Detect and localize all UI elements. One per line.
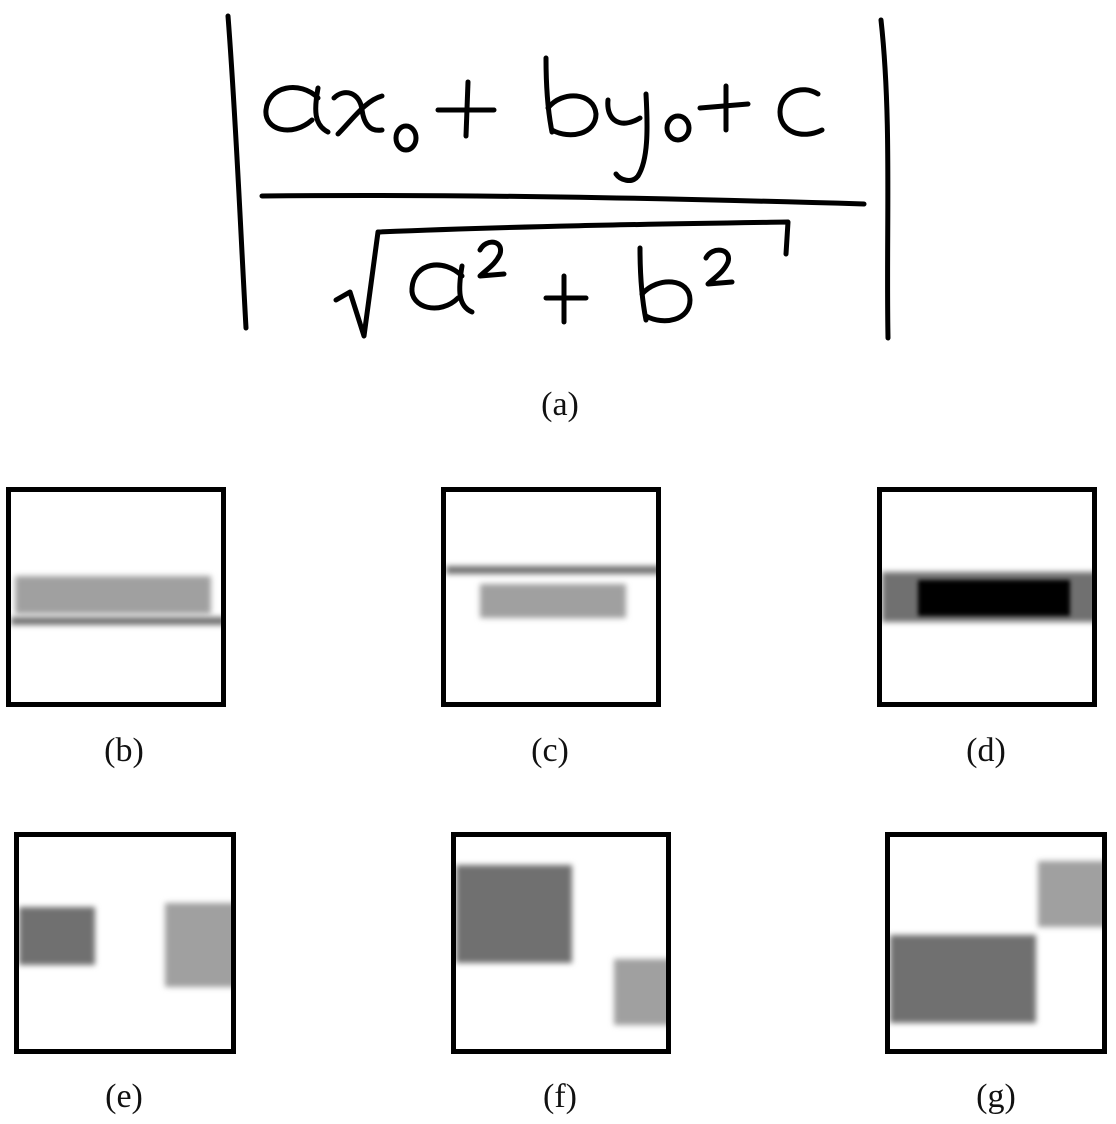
numerator-a xyxy=(263,85,331,135)
denominator-superscript-2b xyxy=(703,247,735,287)
abs-bar-left xyxy=(225,13,249,331)
radical-sign xyxy=(333,219,791,339)
panel-d xyxy=(877,487,1097,707)
numerator-b xyxy=(543,55,599,138)
caption-e: (e) xyxy=(105,1078,143,1115)
panel-g-dark-block xyxy=(890,935,1036,1023)
panel-e-dark-block xyxy=(19,907,95,965)
panel-b xyxy=(6,487,226,707)
panel-e xyxy=(14,832,236,1054)
caption-b: (b) xyxy=(104,732,144,769)
panel-e-light-block xyxy=(165,903,231,987)
panel-d-black-bar xyxy=(918,580,1070,616)
caption-a: (a) xyxy=(541,386,579,423)
denominator-a xyxy=(409,262,475,315)
caption-c: (c) xyxy=(531,732,569,769)
numerator-subscript-0 xyxy=(393,123,419,153)
caption-f: (f) xyxy=(543,1078,577,1115)
panel-c-dark-line xyxy=(446,566,656,574)
numerator-plus-2 xyxy=(697,83,751,133)
numerator-c xyxy=(777,87,825,137)
panel-f-dark-block xyxy=(456,865,572,963)
denominator-b xyxy=(637,245,693,324)
numerator-subscript-0b xyxy=(664,113,692,143)
abs-bar-right xyxy=(878,17,891,341)
denominator-superscript-2a xyxy=(477,239,507,279)
caption-d: (d) xyxy=(966,732,1006,769)
panel-g-light-block xyxy=(1038,861,1102,927)
panel-c-gray-bar xyxy=(480,584,626,618)
numerator-plus-1 xyxy=(435,79,497,139)
panel-b-dark-line xyxy=(11,617,221,625)
panel-f xyxy=(451,832,671,1054)
numerator-y xyxy=(605,91,650,183)
numerator-x xyxy=(331,90,385,137)
caption-g: (g) xyxy=(976,1078,1016,1115)
denominator-plus xyxy=(543,273,589,325)
fraction-bar xyxy=(259,192,867,207)
panel-f-light-block xyxy=(614,959,666,1025)
panel-b-gray-bar xyxy=(15,576,211,614)
panel-g xyxy=(885,832,1107,1054)
handwritten-formula xyxy=(225,13,891,341)
panel-c xyxy=(441,487,661,707)
